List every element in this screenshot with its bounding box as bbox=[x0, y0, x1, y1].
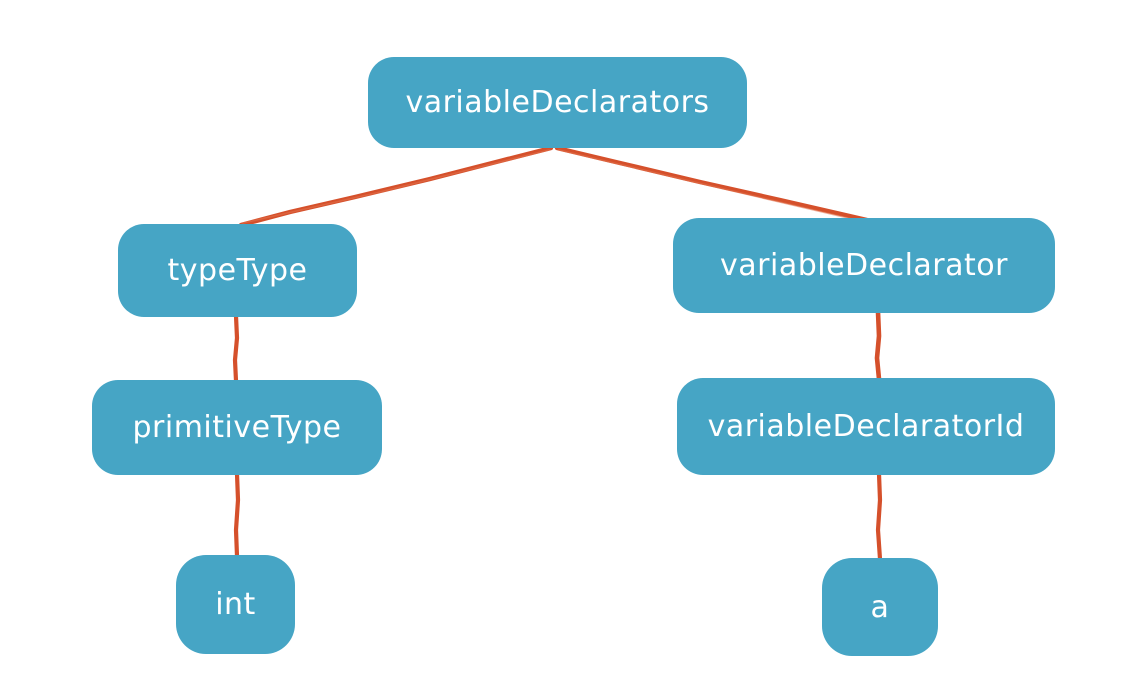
node-variable-declarator-id-label: variableDeclaratorId bbox=[707, 409, 1025, 444]
node-type-type: typeType bbox=[118, 224, 357, 317]
edge-variabledeclarators-variabledeclarator bbox=[554, 145, 870, 223]
edge-variabledeclarators-variabledeclarator-texture bbox=[558, 149, 866, 223]
edge-variabledeclaratorid-a bbox=[875, 471, 883, 562]
node-primitive-type: primitiveType bbox=[92, 380, 382, 475]
node-variable-declarator-id: variableDeclaratorId bbox=[677, 378, 1055, 475]
node-primitive-type-label: primitiveType bbox=[132, 410, 342, 445]
node-a: a bbox=[822, 558, 938, 656]
edge-primitivetype-int bbox=[233, 471, 241, 559]
node-variable-declarators: variableDeclarators bbox=[368, 57, 747, 148]
edge-typetype-primitivetype bbox=[232, 313, 240, 384]
edge-variabledeclarators-typetype-texture bbox=[242, 149, 550, 224]
edge-variabledeclarators-typetype bbox=[238, 145, 554, 228]
node-variable-declarator: variableDeclarator bbox=[673, 218, 1055, 313]
node-int-label: int bbox=[215, 587, 256, 622]
node-a-label: a bbox=[870, 589, 890, 625]
node-variable-declarators-label: variableDeclarators bbox=[405, 85, 710, 120]
node-variable-declarator-label: variableDeclarator bbox=[720, 248, 1008, 283]
node-int: int bbox=[176, 555, 295, 654]
node-type-type-label: typeType bbox=[167, 253, 308, 288]
edge-variabledeclarator-variabledeclaratorid bbox=[874, 309, 882, 382]
